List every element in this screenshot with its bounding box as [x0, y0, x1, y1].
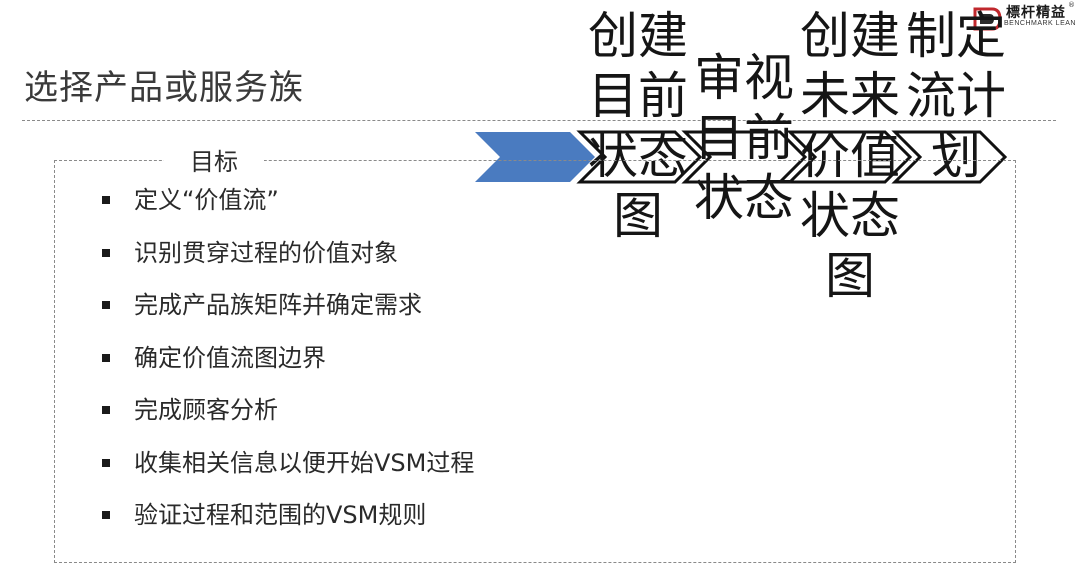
process-chevrons — [475, 130, 1008, 184]
list-item: 定义“价值流” — [96, 183, 474, 236]
logo-registered-mark: ® — [1068, 1, 1075, 9]
step-1-label: 创建目前状态图 — [588, 7, 688, 245]
goal-text: 收集相关信息以便开始VSM过程 — [134, 448, 475, 477]
goals-panel — [54, 160, 1016, 563]
page-title: 选择产品或服务族 — [24, 68, 304, 108]
goal-text: 确定价值流图边界 — [134, 343, 326, 372]
bullet-icon — [102, 196, 110, 204]
goal-text: 完成产品族矩阵并确定需求 — [134, 291, 422, 319]
step-3-label: 创建未来价值状态图 — [800, 7, 900, 305]
step-arrow-1-shape — [475, 132, 595, 182]
title-divider — [22, 120, 1056, 121]
list-item: 完成产品族矩阵并确定需求 — [96, 288, 474, 341]
list-item: 识别贯穿过程的价值对象 — [96, 236, 474, 289]
list-item: 收集相关信息以便开始VSM过程 — [96, 446, 474, 499]
goals-heading: 目标 — [164, 142, 264, 177]
step-arrow-2-shape — [576, 130, 703, 184]
goals-list: 定义“价值流” 识别贯穿过程的价值对象 完成产品族矩阵并确定需求 确定价值流图边… — [96, 183, 474, 551]
goal-text: 验证过程和范围的VSM规则 — [134, 501, 427, 529]
bullet-icon — [102, 458, 110, 467]
bullet-icon — [102, 511, 110, 519]
list-item: 完成顾客分析 — [96, 393, 474, 446]
bullet-icon — [102, 406, 110, 414]
bullet-icon — [102, 301, 110, 309]
bullet-icon — [102, 353, 110, 362]
step-arrow-4-shape — [786, 130, 913, 184]
list-item: 验证过程和范围的VSM规则 — [96, 498, 474, 551]
goal-text: 完成顾客分析 — [134, 396, 278, 424]
goal-text: 识别贯穿过程的价值对象 — [134, 238, 398, 267]
step-4-label: 制定流计划 — [906, 7, 1006, 185]
bullet-icon — [102, 248, 110, 257]
goal-text: 定义“价值流” — [134, 186, 279, 214]
step-arrow-3-shape — [681, 130, 808, 184]
benchmark-logo-icon — [973, 7, 1002, 31]
step-2-label: 审视目前状态 — [694, 49, 794, 227]
step-arrow-5-shape — [891, 130, 1008, 184]
logo-name: 標杆精益 — [1006, 5, 1066, 21]
list-item: 确定价值流图边界 — [96, 341, 474, 394]
logo-subtitle: BENCHMARK LEAN — [1004, 20, 1076, 27]
